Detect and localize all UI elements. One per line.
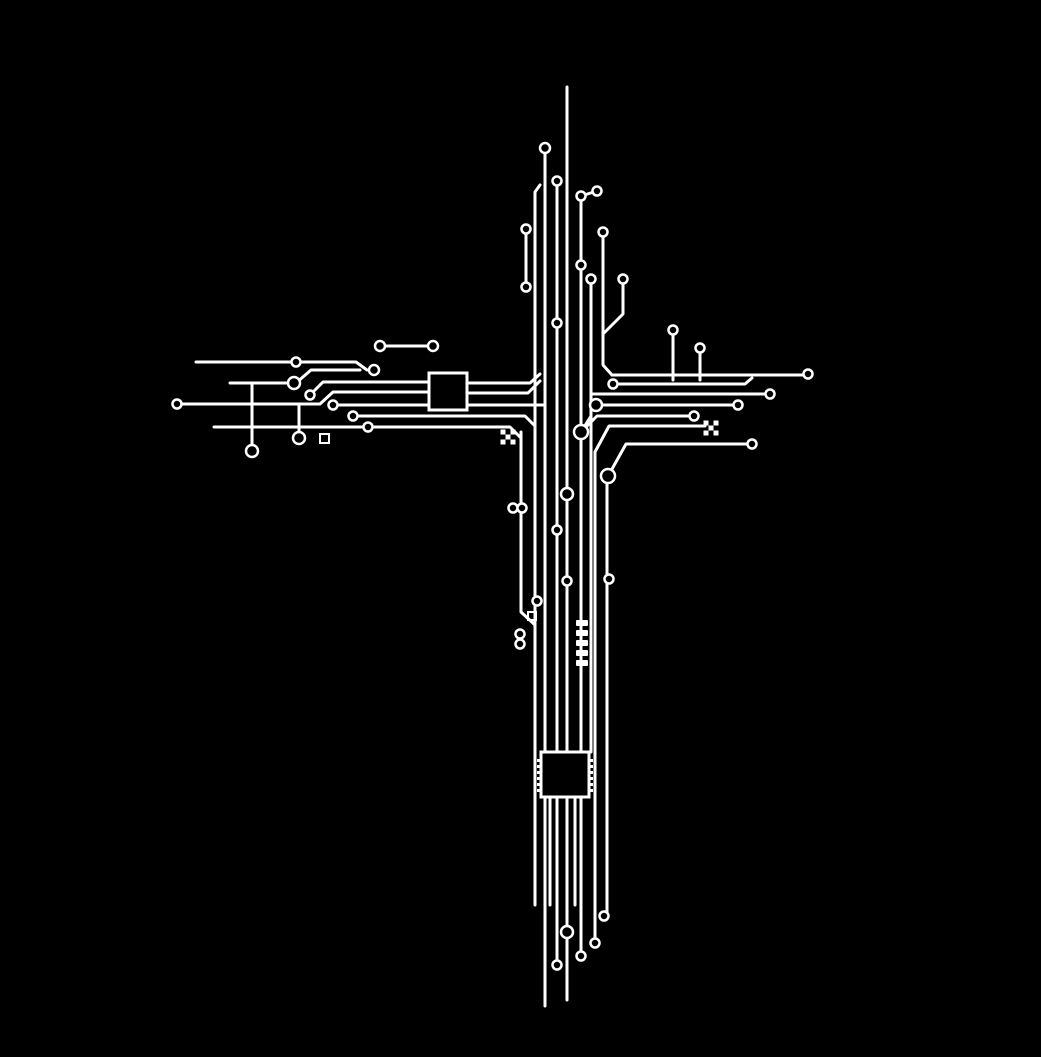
solder-pad xyxy=(572,423,590,441)
solder-pad xyxy=(362,421,374,433)
chip-pin xyxy=(537,765,540,768)
circuit-trace xyxy=(601,231,614,377)
solder-pad xyxy=(304,389,316,401)
x-connector xyxy=(500,439,506,445)
resistor-segment xyxy=(576,630,588,636)
solder-pad xyxy=(373,339,387,353)
solder-pad xyxy=(538,141,552,155)
circuit-trace xyxy=(351,414,537,428)
small-square-component xyxy=(319,433,330,444)
circuit-trace xyxy=(466,372,542,385)
chip-main xyxy=(539,750,591,799)
solder-pad xyxy=(551,524,563,536)
solder-pad xyxy=(599,467,617,485)
circuit-trace xyxy=(533,183,542,907)
solder-pad xyxy=(802,368,814,380)
solder-pad xyxy=(520,223,532,235)
resistor-segment xyxy=(576,640,588,646)
circuit-trace xyxy=(366,425,523,440)
circuit-trace xyxy=(605,442,754,480)
solder-pad xyxy=(617,273,629,285)
circuit-trace xyxy=(175,390,432,406)
solder-pad xyxy=(551,317,563,329)
solder-pad xyxy=(244,443,260,459)
solder-pad xyxy=(597,226,609,238)
chip-left-arm xyxy=(427,371,469,412)
solder-pad xyxy=(607,378,619,390)
x-connector xyxy=(703,430,709,436)
circuit-trace xyxy=(194,360,369,372)
resistor-segment xyxy=(576,620,588,626)
solder-pad xyxy=(591,185,603,197)
solder-pad xyxy=(603,573,615,585)
chip-pin xyxy=(537,783,540,786)
small-square-component xyxy=(527,611,537,621)
solder-pad xyxy=(746,438,758,450)
circuit-traces xyxy=(175,85,810,1008)
circuit-trace xyxy=(612,376,754,386)
solder-pad xyxy=(171,398,183,410)
solder-pad xyxy=(551,959,563,971)
chip-pin xyxy=(590,765,593,768)
x-connector xyxy=(713,430,719,436)
chip-pin xyxy=(590,759,593,762)
solder-pad xyxy=(589,937,601,949)
solder-pad xyxy=(732,399,744,411)
chip-pin xyxy=(590,771,593,774)
solder-pad xyxy=(507,502,519,514)
solder-pad xyxy=(347,410,359,422)
circuit-trace xyxy=(593,424,707,454)
chip-pin xyxy=(590,783,593,786)
x-connector xyxy=(703,420,709,426)
chip-pin xyxy=(537,789,540,792)
circuit-trace xyxy=(308,380,432,397)
solder-pad xyxy=(575,190,587,202)
solder-pad xyxy=(290,356,302,368)
chip-pin xyxy=(537,771,540,774)
chip-pin xyxy=(590,777,593,780)
x-connector xyxy=(510,429,516,435)
solder-pad xyxy=(286,375,302,391)
solder-pad xyxy=(327,399,339,411)
circuit-trace xyxy=(601,278,625,336)
solder-pad xyxy=(514,638,526,650)
solder-pad xyxy=(667,324,679,336)
chip-pin xyxy=(537,777,540,780)
x-connector xyxy=(505,434,511,440)
solder-pad xyxy=(516,502,528,514)
components xyxy=(319,420,719,666)
chip-pin xyxy=(590,789,593,792)
solder-pad xyxy=(367,363,381,377)
solder-pad xyxy=(514,628,526,640)
solder-pad xyxy=(575,950,587,962)
solder-pads xyxy=(171,141,814,971)
x-connector xyxy=(500,429,506,435)
chips xyxy=(427,371,593,799)
solder-pad xyxy=(520,281,532,293)
circuit-trace xyxy=(294,368,362,385)
solder-pad xyxy=(588,397,604,413)
x-connector xyxy=(713,420,719,426)
x-connector xyxy=(510,439,516,445)
solder-pad xyxy=(559,924,575,940)
circuit-trace xyxy=(466,379,542,395)
chip-pin xyxy=(537,759,540,762)
solder-pad xyxy=(426,339,440,353)
resistor-segment xyxy=(576,660,588,666)
solder-pad xyxy=(551,175,563,187)
solder-pad xyxy=(688,410,700,422)
solder-pad xyxy=(585,273,597,285)
solder-pad xyxy=(559,486,575,502)
solder-pad xyxy=(598,910,610,922)
solder-pad xyxy=(575,259,587,271)
solder-pad xyxy=(291,430,307,446)
solder-pad xyxy=(561,575,573,587)
resistor-segment xyxy=(576,650,588,656)
solder-pad xyxy=(694,342,706,354)
x-connector xyxy=(708,425,714,431)
solder-pad xyxy=(531,595,543,607)
solder-pad xyxy=(764,388,776,400)
